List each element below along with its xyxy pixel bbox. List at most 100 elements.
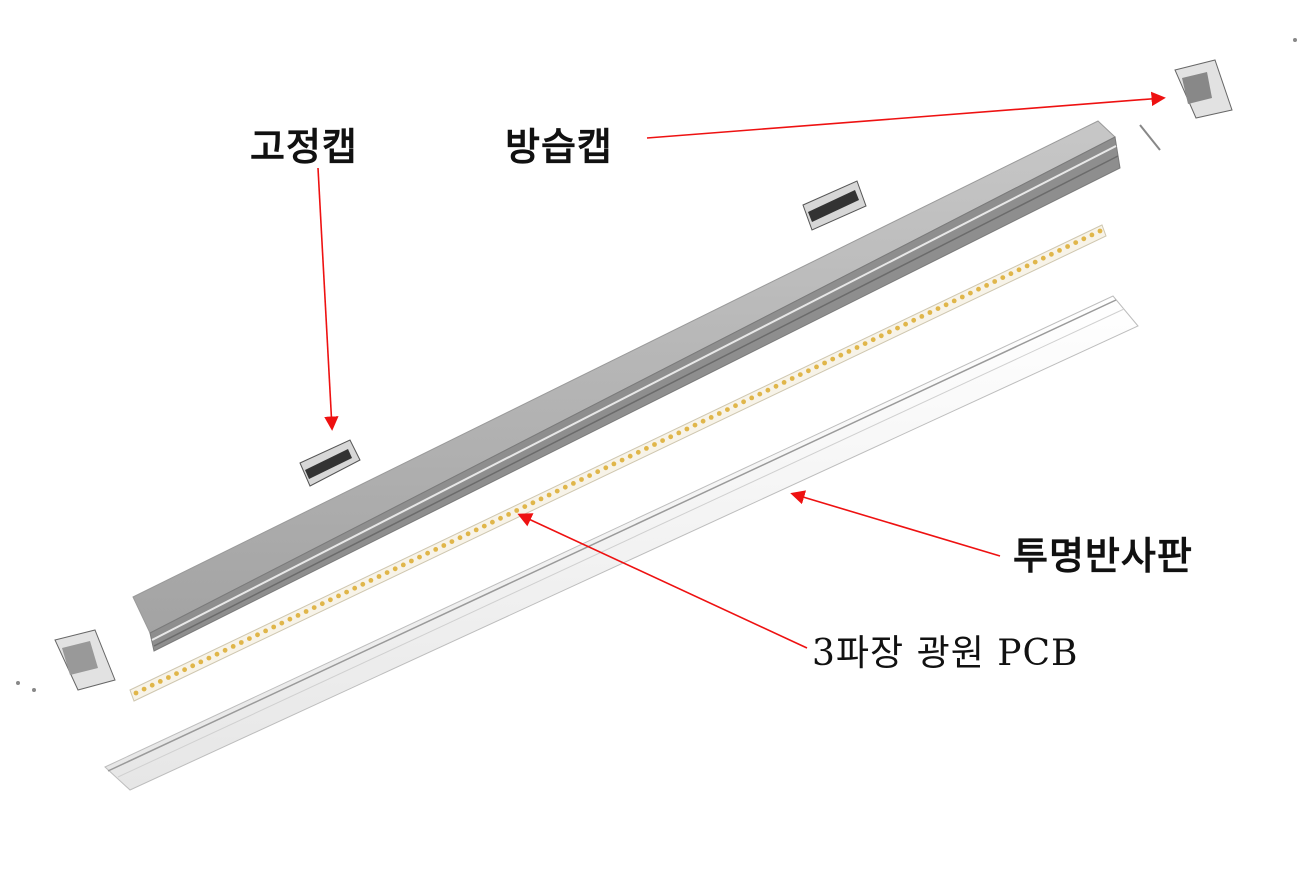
- fixing-cap-left: [299, 439, 361, 487]
- fixing-cap-right: [802, 180, 867, 231]
- arrow-pcb: [517, 513, 808, 649]
- led-dot: [166, 675, 171, 680]
- led-dot: [838, 352, 844, 358]
- led-dot: [1032, 259, 1038, 265]
- reflector-edge-top: [107, 299, 1117, 772]
- led-dot: [328, 597, 333, 603]
- led-dot: [247, 636, 252, 641]
- led-dot: [514, 508, 520, 513]
- led-dot: [392, 566, 398, 572]
- led-pcb-strip: [129, 224, 1107, 702]
- led-dot: [708, 415, 714, 420]
- led-dot: [319, 601, 325, 607]
- led-dot: [959, 294, 965, 300]
- led-dot: [878, 333, 884, 339]
- label-pcb: 3파장 광원 PCB: [812, 633, 1079, 674]
- led-dot: [716, 411, 722, 416]
- led-dot: [344, 589, 349, 595]
- led-dot: [498, 515, 503, 521]
- led-dot: [336, 593, 341, 599]
- led-dot: [571, 481, 576, 486]
- led-dot: [287, 616, 293, 622]
- led-dot: [425, 550, 430, 556]
- led-dot: [692, 422, 698, 428]
- led-dot: [765, 387, 771, 393]
- led-dot: [206, 655, 212, 661]
- led-dot: [1065, 244, 1070, 249]
- label-fixing-cap: 고정캡: [250, 124, 358, 169]
- led-dot: [676, 430, 682, 436]
- led-dot: [644, 446, 649, 451]
- led-dot: [311, 605, 317, 610]
- led-dot: [433, 547, 439, 552]
- led-dot: [449, 539, 455, 544]
- led-dot: [417, 554, 422, 560]
- led-dot: [603, 465, 609, 471]
- label-moisture-cap: 방습캡: [505, 124, 613, 169]
- led-dot: [1073, 240, 1079, 246]
- housing-groove: [153, 155, 1119, 647]
- screw-left-2: [32, 688, 36, 692]
- led-dot: [214, 651, 220, 657]
- screw-far-right: [1293, 38, 1297, 42]
- led-dot: [530, 500, 536, 506]
- led-dot: [133, 690, 139, 696]
- led-dot: [441, 543, 447, 548]
- led-dot: [481, 523, 487, 529]
- led-dot: [295, 613, 301, 618]
- led-dot: [384, 570, 390, 575]
- pcb-board: [129, 224, 1107, 702]
- led-dot: [854, 345, 860, 350]
- led-dot: [490, 519, 495, 525]
- led-dot: [255, 632, 260, 638]
- led-dot: [263, 628, 268, 634]
- led-dot: [806, 368, 811, 374]
- led-dot: [303, 609, 309, 614]
- led-dot: [1000, 275, 1006, 280]
- screw-left: [16, 681, 20, 685]
- led-dot: [943, 302, 949, 308]
- led-dot: [149, 682, 155, 688]
- led-dot: [222, 647, 228, 653]
- led-dot: [773, 383, 779, 389]
- housing-profile: [132, 120, 1121, 652]
- led-dot: [781, 380, 787, 385]
- arrow-reflector: [790, 490, 1001, 557]
- led-dot: [238, 640, 244, 645]
- led-dot: [595, 469, 601, 475]
- led-dot: [911, 317, 917, 323]
- led-dot: [741, 399, 746, 405]
- end-cap-left: [16, 629, 116, 692]
- led-dot: [538, 496, 544, 502]
- led-dot: [619, 457, 625, 463]
- led-dot: [903, 321, 908, 327]
- led-dot: [1008, 271, 1014, 277]
- led-dot: [376, 574, 382, 579]
- led-dot: [951, 298, 957, 304]
- led-dot: [1081, 236, 1087, 242]
- led-dot: [457, 535, 463, 541]
- led-dot: [157, 679, 163, 684]
- led-dot: [992, 279, 998, 284]
- led-dot: [927, 310, 933, 315]
- led-dot: [976, 286, 981, 292]
- led-dot: [1040, 255, 1046, 261]
- led-dot: [660, 438, 665, 443]
- led-dot: [579, 477, 584, 482]
- led-dot: [935, 306, 941, 311]
- led-dot: [887, 329, 892, 335]
- led-dot: [700, 418, 706, 424]
- led-dot: [733, 403, 738, 409]
- led-dot: [352, 585, 358, 591]
- led-dot: [400, 562, 406, 568]
- led-dots: [133, 228, 1103, 696]
- led-dot: [797, 372, 803, 377]
- led-dot: [465, 531, 471, 537]
- reflector-edge-inner: [117, 308, 1125, 778]
- led-dot: [870, 337, 876, 343]
- led-dot: [587, 473, 592, 478]
- reflector-plate: [104, 295, 1139, 791]
- end-cap-right: [1139, 38, 1297, 151]
